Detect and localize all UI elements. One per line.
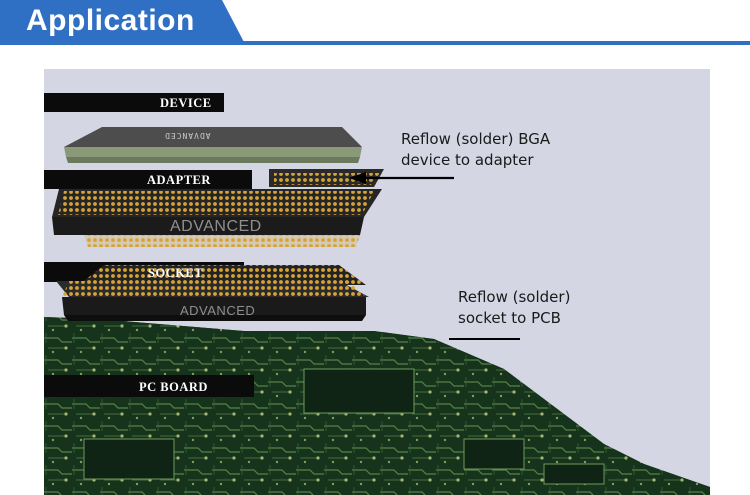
pc-board-label: PC BOARD [139,380,208,394]
device-label: DEVICE [160,96,212,110]
pc-board-label-bar [44,375,254,397]
device-marking: ADVANCED [164,131,211,140]
callout-bottom: Reflow (solder) socket to PCB [458,287,570,329]
device-component [64,127,362,163]
pc-board [44,317,710,495]
header-underline [0,41,750,45]
socket-label: SOCKET [148,266,204,280]
header-tab [0,0,245,44]
adapter-label: ADAPTER [147,173,211,187]
socket-brand-text: ADVANCED [180,303,256,318]
callout-bottom-line1: Reflow (solder) [458,288,571,306]
callout-top-line2: device to adapter [401,151,534,169]
callout-top: Reflow (solder) BGA device to adapter [401,129,550,171]
diagram-artwork [44,93,710,495]
callout-top-line1: Reflow (solder) BGA [401,130,551,148]
socket-component [56,265,369,321]
device-label-bar [44,93,224,112]
bga-stack-diagram: ADVANCED DEVICE ADAPTER SOCKET PC BOARD … [44,69,710,495]
adapter-component [52,169,384,247]
adapter-brand-text: ADVANCED [170,218,262,235]
adapter-label-bar [44,170,252,189]
callout-bottom-line2: socket to PCB [458,309,561,327]
page-title: Application [26,4,195,37]
callout-arrow-top [349,172,454,184]
